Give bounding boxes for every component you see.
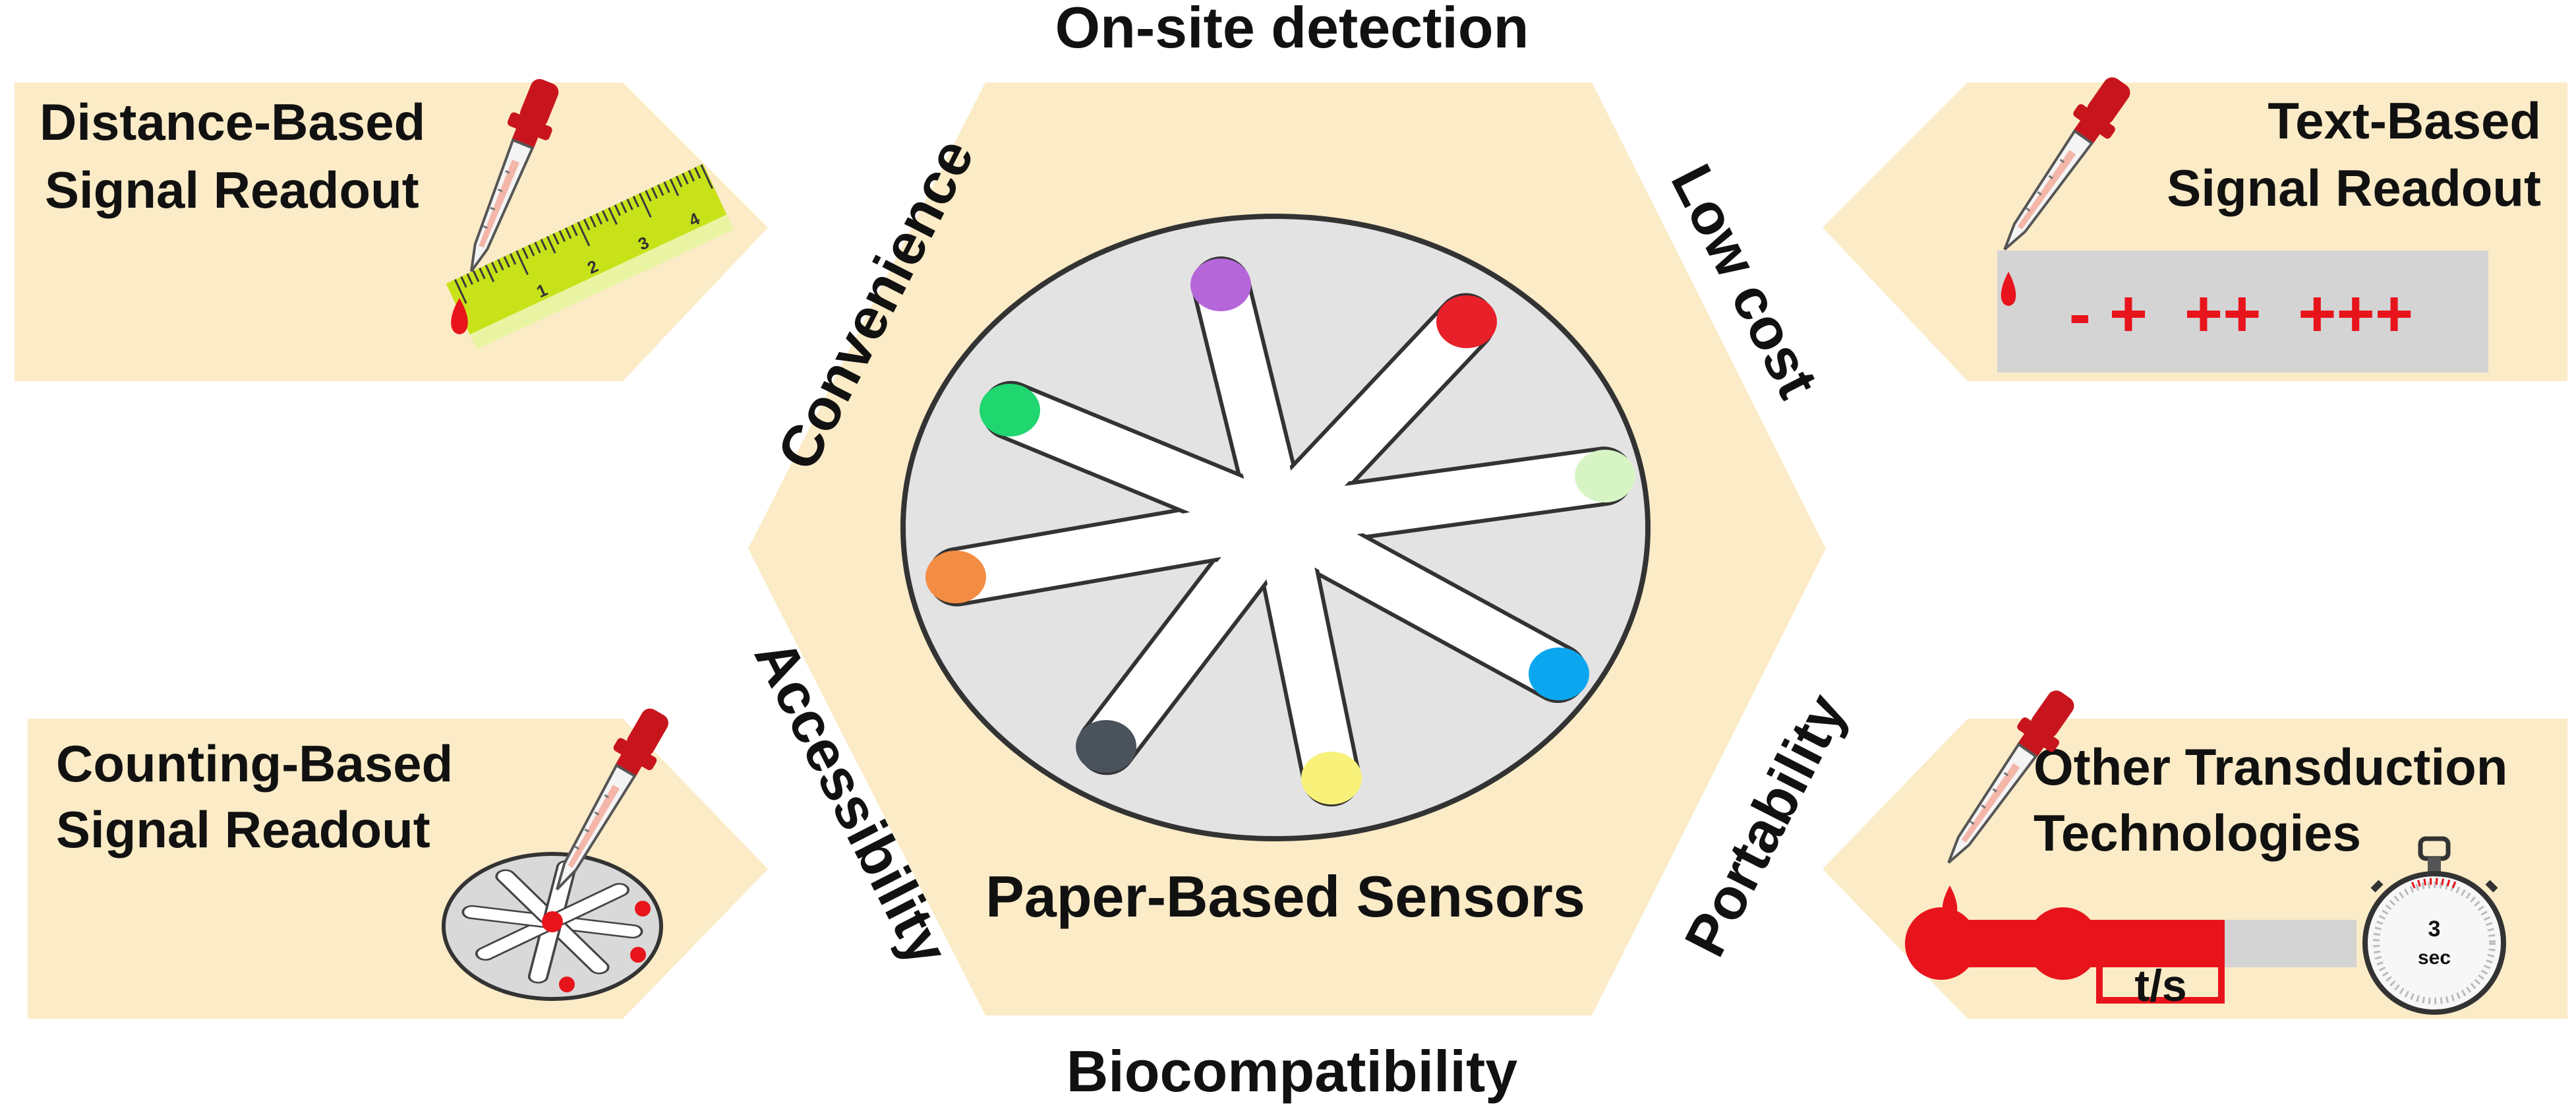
ruler-tick-mark [466, 273, 473, 286]
sensor-reaction-zone [1076, 720, 1136, 773]
panel-text-readout: Text-Based Signal Readout - + ++ +++ [1823, 67, 2567, 381]
stopwatch-icon [2362, 836, 2506, 1015]
panel-counting-readout: Counting-Based Signal Readout [28, 700, 768, 1019]
sensor-reaction-zone [925, 551, 986, 603]
sensor-reaction-zone [1529, 648, 1589, 700]
sensor-petal-fill [1197, 262, 1297, 522]
counting-title-line2: Signal Readout [56, 800, 430, 859]
ruler-tick-mark [700, 164, 714, 189]
ruler-tick-mark [546, 235, 556, 254]
ruler-tick-mark [540, 239, 548, 251]
ruler-tick-mark [454, 279, 467, 304]
timer-unit: sec [2418, 947, 2451, 969]
top-label: On-site detection [1055, 0, 1529, 60]
ruler-tick-mark [608, 207, 618, 226]
sensor-petals [925, 256, 1635, 807]
readout-symbols: - + ++ +++ [2069, 277, 2414, 351]
mini-red-dot [559, 977, 575, 992]
other-title-line2: Technologies [2034, 804, 2361, 862]
flow-channel-icon [1905, 907, 2356, 1004]
ruler-tick-mark [626, 198, 633, 210]
ruler-icon: 1 2 3 4 [446, 164, 734, 349]
mini-sensor-icon [442, 852, 663, 1001]
bottom-label: Biocompatibility [1067, 1039, 1518, 1104]
ruler-tick-mark [552, 233, 560, 245]
ruler-tick-mark [558, 230, 566, 242]
ruler-tick-mark [645, 190, 652, 202]
sensor-petal-fill [987, 386, 1281, 536]
ruler-tick-mark [565, 227, 572, 239]
ruler-tick-mark [657, 184, 664, 196]
ruler-tick-mark [663, 181, 670, 193]
ruler-tick-mark [614, 204, 622, 216]
time-label: t/s [2134, 961, 2186, 1011]
sensor-reaction-zone [1190, 258, 1251, 311]
text-title-line2: Signal Readout [2167, 159, 2541, 217]
ruler-tick-mark [639, 193, 652, 218]
ruler-tick-mark [484, 264, 495, 283]
distance-title-line1: Distance-Based [40, 93, 425, 151]
ruler-tick-mark [472, 270, 480, 282]
readout-strip [1997, 251, 2488, 373]
ruler-tick-mark [602, 210, 609, 222]
drop-icon [451, 298, 468, 334]
sensor-reaction-zone [1301, 752, 1362, 804]
counting-title-line1: Counting-Based [56, 735, 453, 793]
drop-icon [2001, 272, 2016, 306]
sensor-petal-fill [1271, 299, 1490, 527]
sensor-reaction-zone [1436, 295, 1497, 348]
ruler-tick-mark [515, 250, 529, 276]
mini-red-dot [630, 947, 646, 963]
ruler-tick-mark [651, 187, 659, 199]
panel-other-technologies: Other Transduction Technologies t/s 3 se… [1823, 680, 2567, 1019]
ruler-tick-mark [510, 253, 517, 265]
mini-center-drop [542, 911, 563, 932]
timer-value: 3 [2428, 917, 2441, 942]
sensor-petal-fill [1278, 452, 1628, 542]
ruler-tick-mark [583, 218, 591, 231]
ruler-tick-mark [595, 213, 603, 225]
paper-sensor [900, 214, 1651, 841]
text-title-line1: Text-Based [2268, 92, 2541, 150]
ruler-tick-mark [682, 173, 689, 185]
ruler-tick-mark [688, 169, 695, 182]
ruler-tick-mark [632, 195, 640, 208]
sensor-reaction-zone [1575, 450, 1635, 502]
ruler-tick-mark [528, 244, 535, 256]
sensor-label: Paper-Based Sensors [985, 864, 1585, 929]
ruler-tick-mark [620, 201, 628, 214]
other-title-line1: Other Transduction [2034, 738, 2507, 796]
sensor-petal-fill [1083, 516, 1289, 769]
distance-title-line2: Signal Readout [45, 161, 419, 219]
sensor-petal-fill [1260, 520, 1355, 801]
ruler-tick-mark [694, 167, 701, 179]
sensor-reaction-zone [980, 384, 1040, 437]
ruler-tick-mark [589, 216, 597, 227]
ruler-tick-mark [521, 247, 529, 259]
ruler-tick-mark [460, 276, 467, 288]
ruler-tick-mark [571, 224, 578, 237]
ruler-tick-mark [669, 178, 680, 196]
ruler-tick-mark [503, 256, 510, 268]
drop-icon [1942, 886, 1958, 919]
mini-red-dot [635, 901, 651, 917]
ruler-tick-mark [491, 262, 498, 274]
sensor-petal-fill [1275, 508, 1582, 698]
ruler-tick-mark [497, 258, 504, 271]
panel-distance-bg [15, 82, 768, 381]
ruler-tick-mark [676, 175, 683, 188]
ruler-tick-mark [577, 222, 591, 247]
panel-distance-readout: Distance-Based Signal Readout 1 2 3 4 [15, 72, 768, 381]
ruler-tick-mark [479, 267, 486, 280]
sensor-petal-fill [933, 501, 1279, 601]
ruler-tick-mark [534, 241, 541, 254]
